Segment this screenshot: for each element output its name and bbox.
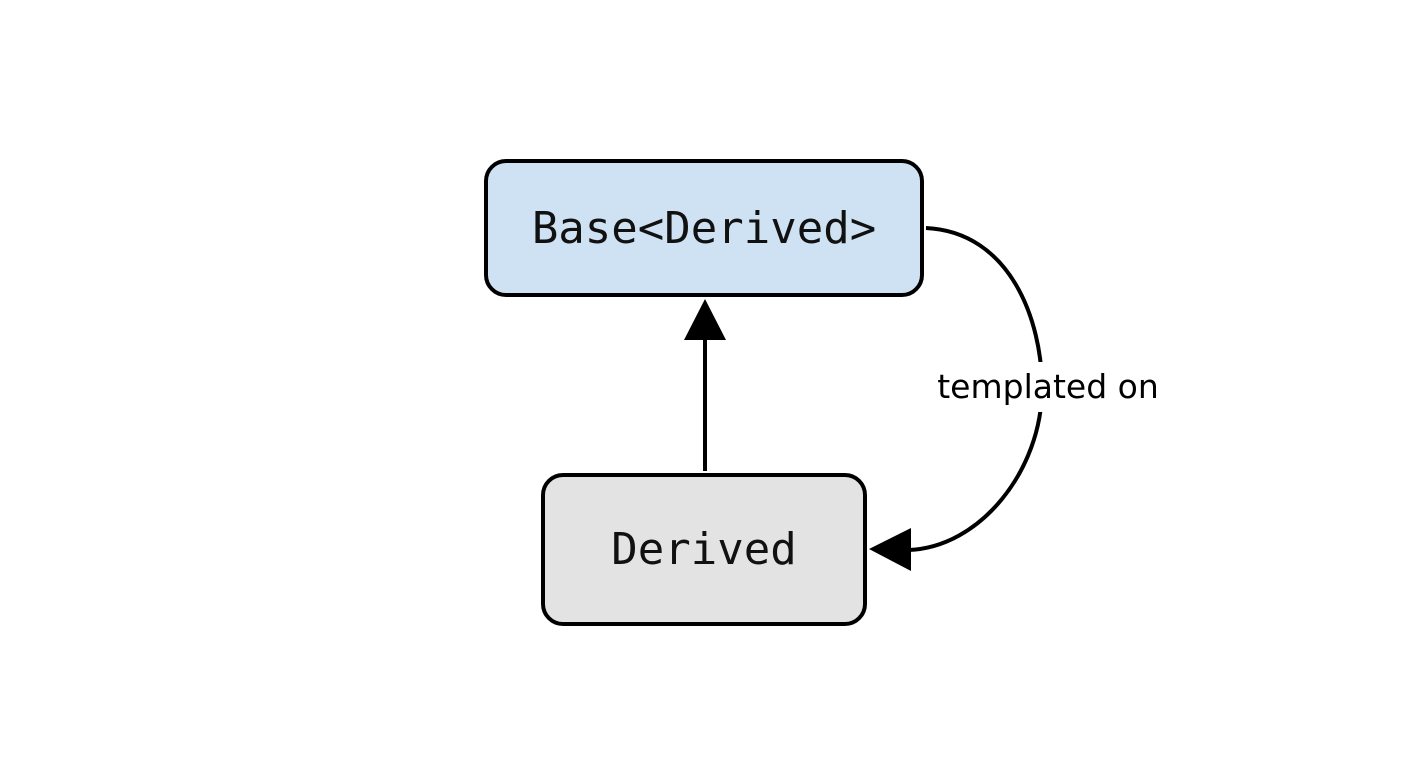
templated-on-label: templated on bbox=[918, 362, 1178, 412]
derived-class-node: Derived bbox=[541, 473, 867, 626]
base-class-label: Base<Derived> bbox=[531, 202, 877, 254]
base-class-node: Base<Derived> bbox=[484, 159, 924, 297]
derived-class-label: Derived bbox=[611, 524, 797, 575]
inheritance-arrowhead bbox=[684, 299, 726, 340]
templated-on-arrowhead bbox=[869, 528, 911, 571]
